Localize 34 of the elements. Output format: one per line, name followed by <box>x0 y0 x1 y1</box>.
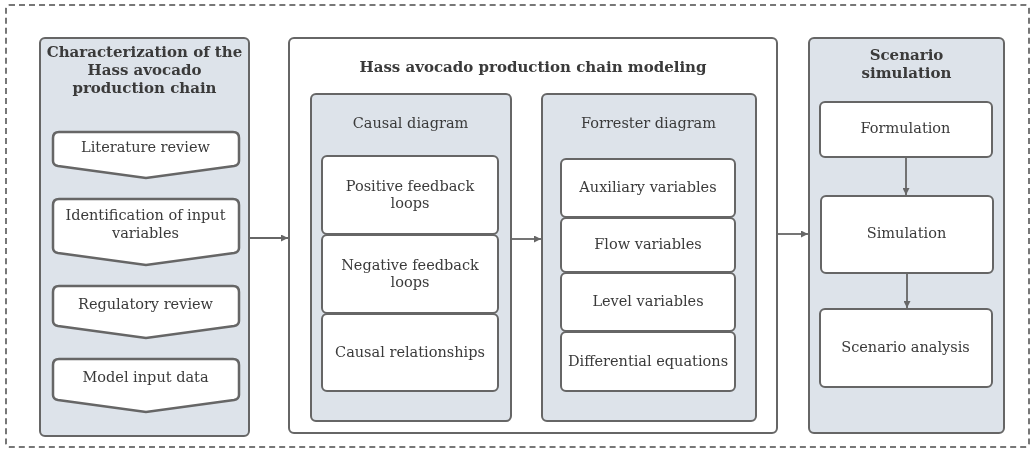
arrow <box>903 273 911 309</box>
chevron-step <box>51 357 240 413</box>
dashed-frame <box>5 4 1030 448</box>
chevron-step <box>51 284 240 339</box>
stage-panel <box>540 92 757 422</box>
step-label: Literature review <box>80 137 211 157</box>
step-box: Level variables <box>560 272 736 332</box>
step-box: Scenario analysis <box>818 307 993 388</box>
step-box: Negative feedback loops <box>321 234 499 314</box>
panel-title: Causal diagram <box>351 114 470 132</box>
chevron-step <box>51 197 240 266</box>
panel-title: Forrester diagram <box>580 114 717 132</box>
step-label: Model input data <box>81 368 210 388</box>
arrow <box>777 230 809 238</box>
panel-title: Characterization of the Hass avocado production chain <box>45 43 244 97</box>
step-label: Identification of input variables <box>64 206 227 243</box>
arrow <box>902 157 910 196</box>
step-box: Causal relationships <box>321 313 499 392</box>
arrow <box>249 234 289 242</box>
step-label: Regulatory review <box>77 294 214 314</box>
stage-panel <box>39 37 250 437</box>
stage-panel <box>288 37 778 434</box>
step-box: Simulation <box>819 194 994 274</box>
panel-title: Hass avocado production chain modeling <box>358 58 708 76</box>
stage-panel <box>808 37 1005 434</box>
chevron-step <box>51 130 240 179</box>
arrow <box>511 235 542 243</box>
step-box: Formulation <box>818 100 993 158</box>
step-box: Auxiliary variables <box>560 158 736 218</box>
step-box: Differential equations <box>560 331 736 392</box>
step-box: Positive feedback loops <box>321 155 499 235</box>
panel-title: Scenario simulation <box>860 46 953 82</box>
step-box: Flow variables <box>560 217 736 273</box>
stage-panel <box>309 92 512 422</box>
